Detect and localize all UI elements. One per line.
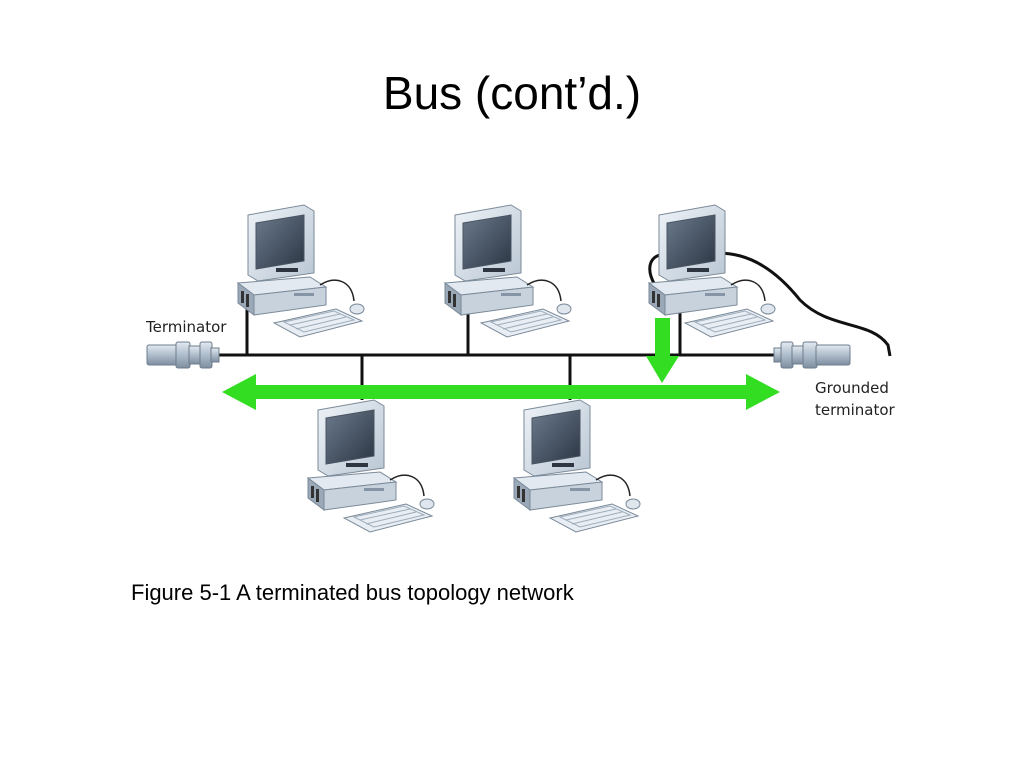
computer-4	[307, 399, 435, 533]
grounded-terminator-label-line1: Grounded	[815, 379, 889, 397]
terminator-connector	[146, 341, 220, 369]
grounded-terminator-connector	[773, 341, 851, 369]
figure-caption: Figure 5-1 A terminated bus topology net…	[131, 580, 574, 605]
computer-3	[648, 204, 776, 338]
signal-arrow-horizontal	[222, 374, 780, 410]
computer-1	[237, 204, 365, 338]
signal-arrow-down	[646, 318, 679, 383]
computer-5	[513, 399, 641, 533]
slide-title: Bus (cont’d.)	[382, 67, 642, 119]
grounded-terminator-label-line2: terminator	[815, 401, 896, 419]
computer-2	[444, 204, 572, 338]
terminator-label: Terminator	[145, 318, 227, 336]
